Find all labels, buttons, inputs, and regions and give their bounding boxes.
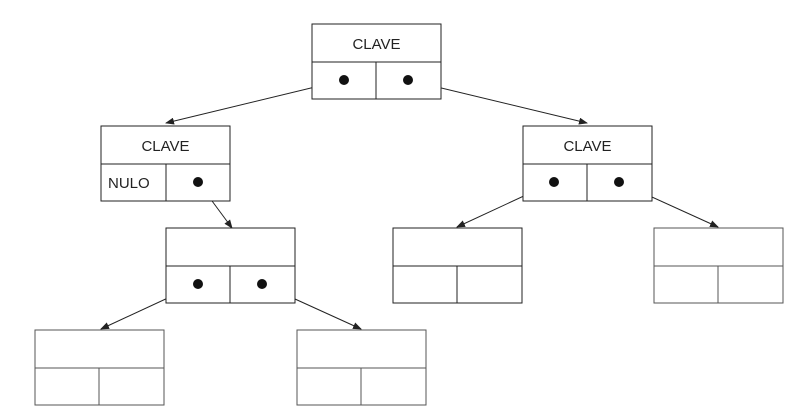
node-right-left-right-pointer-cell <box>456 265 523 304</box>
node-right-right-pointer-dot <box>614 177 624 187</box>
node-right-key-cell <box>522 125 653 165</box>
node-leaf-right-right-pointer-cell <box>360 367 427 406</box>
node-right-right-left-pointer-cell <box>653 265 719 304</box>
node-right-left-left-pointer-cell <box>392 265 458 304</box>
node-leaf-right-left-pointer-cell <box>296 367 362 406</box>
node-left-right-right-pointer-dot <box>257 279 267 289</box>
node-leaf-right-key-cell <box>296 329 427 369</box>
node-left-right-pointer-dot <box>193 177 203 187</box>
node-leaf-left <box>34 329 165 406</box>
node-right-right-right-pointer-cell <box>717 265 784 304</box>
node-left-right <box>165 227 296 304</box>
node-left-left-pointer-cell <box>100 163 167 202</box>
node-root-key: CLAVE <box>352 36 400 53</box>
node-leaf-left-key-cell <box>34 329 165 369</box>
node-leaf-left-left-pointer-cell <box>34 367 100 406</box>
node-left-null-pointer: NULO <box>108 175 150 192</box>
node-left-right-left-pointer-dot <box>193 279 203 289</box>
node-right-left <box>392 227 523 304</box>
node-right: CLAVE <box>522 125 653 202</box>
node-right-right-key-cell <box>653 227 784 267</box>
node-left-key: CLAVE <box>141 138 189 155</box>
node-left-key-cell <box>100 125 231 165</box>
node-right-left-pointer-dot <box>549 177 559 187</box>
node-right-key: CLAVE <box>563 138 611 155</box>
node-right-left-key-cell <box>392 227 523 267</box>
node-root-left-pointer-dot <box>339 75 349 85</box>
node-leaf-left-right-pointer-cell <box>98 367 165 406</box>
node-right-right <box>653 227 784 304</box>
node-left-right-key-cell <box>165 227 296 267</box>
node-leaf-right <box>296 329 427 406</box>
node-left: CLAVE NULO <box>100 125 231 202</box>
node-root-right-pointer-dot <box>403 75 413 85</box>
node-root: CLAVE <box>311 23 442 100</box>
